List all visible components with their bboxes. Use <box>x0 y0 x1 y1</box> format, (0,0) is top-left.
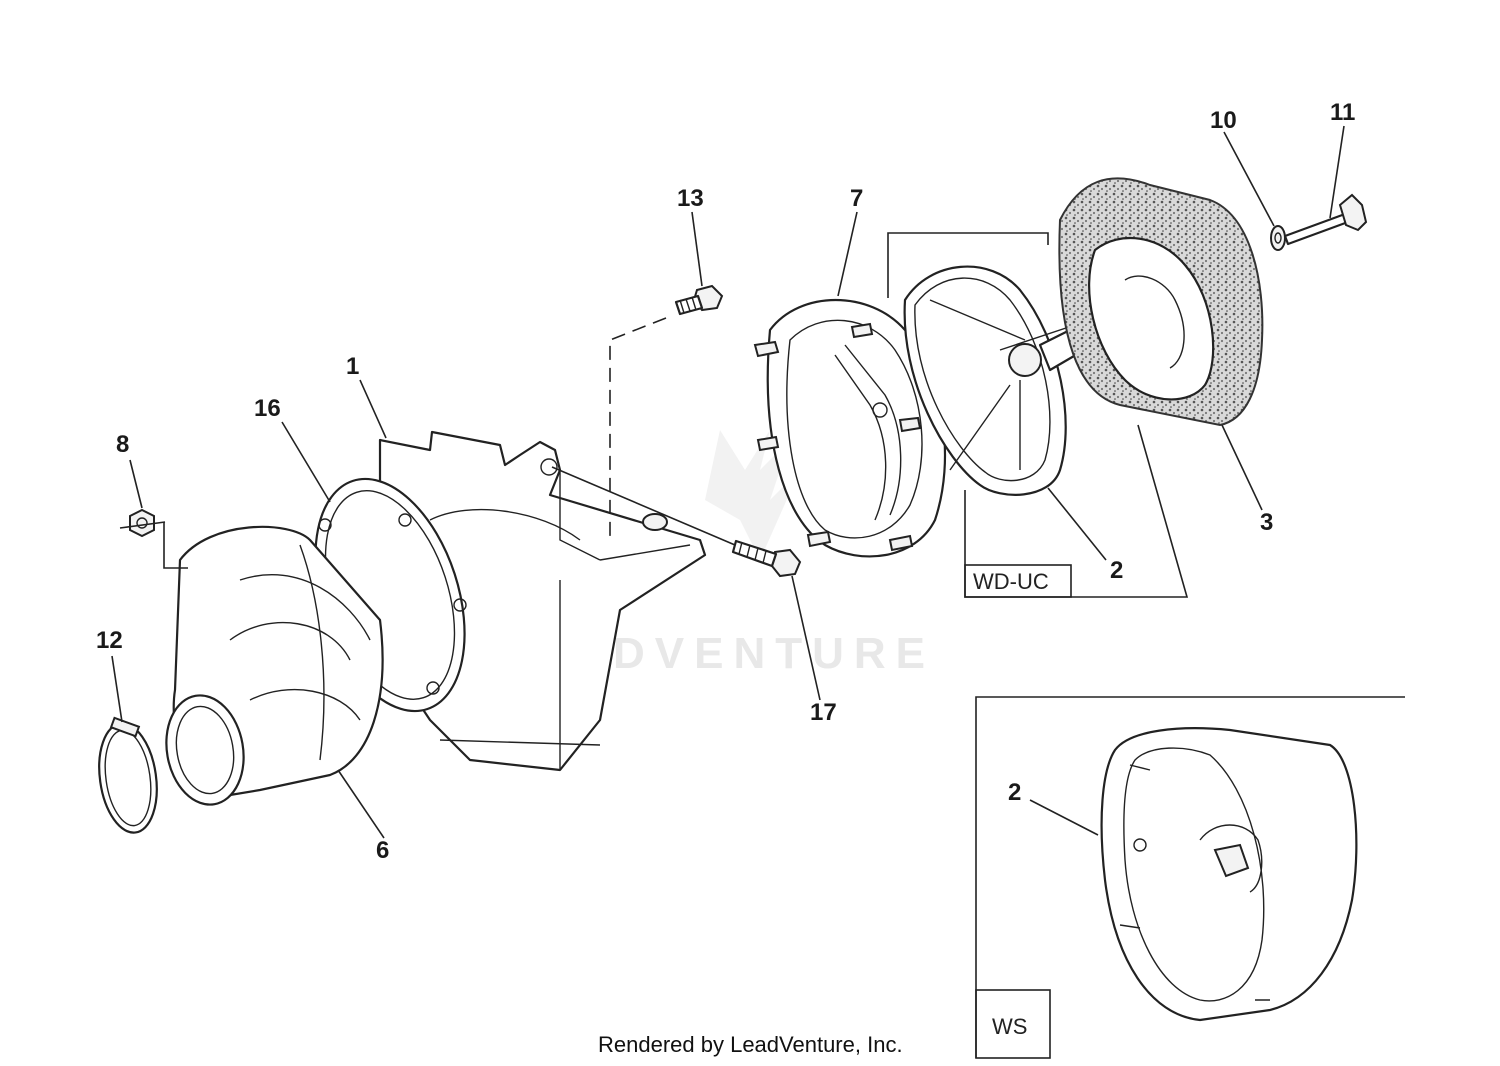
part-17-bolt <box>731 539 802 578</box>
part-8-nut <box>119 508 166 538</box>
part-1-housing <box>378 430 707 772</box>
ws-inset: WS <box>975 696 1405 1059</box>
callout-1: 1 <box>346 353 359 380</box>
part-11-wing-bolt <box>1283 193 1368 246</box>
part-13-bolt <box>674 284 724 316</box>
callout-17: 17 <box>810 699 837 726</box>
callout-3: 3 <box>1260 509 1273 536</box>
callout-7: 7 <box>850 185 863 212</box>
wd-uc-box-label: WD-UC <box>973 569 1049 594</box>
part-10-washer <box>1270 225 1286 251</box>
callout-6: 6 <box>376 837 389 864</box>
callout-labels: 1 2 2 3 6 7 8 10 11 12 13 16 17 <box>96 99 1355 864</box>
callout-12: 12 <box>96 627 123 654</box>
part-2-ws-filter-support <box>1100 727 1358 1022</box>
callout-16: 16 <box>254 395 281 422</box>
ws-box-label: WS <box>992 1014 1027 1039</box>
callout-13: 13 <box>677 185 704 212</box>
part-6-elbow <box>165 525 384 806</box>
callout-10: 10 <box>1210 107 1237 134</box>
wd-uc-kit-bracket: WD-UC <box>887 232 1189 598</box>
credit-text: Rendered by LeadVenture, Inc. <box>598 1032 903 1057</box>
callout-2: 2 <box>1110 557 1123 584</box>
callout-8: 8 <box>116 431 129 458</box>
part-12-clamp <box>98 716 158 834</box>
callout-2-ws: 2 <box>1008 779 1021 806</box>
callout-11: 11 <box>1330 99 1355 126</box>
bolt-13-dashed-guide <box>609 317 667 540</box>
bolt-17-guide-line <box>551 466 736 546</box>
callout-leaders <box>111 125 1345 839</box>
nut-8-guide-line <box>163 522 188 569</box>
part-3-foam-filter <box>1058 177 1264 427</box>
part-7-backplate <box>753 298 947 558</box>
